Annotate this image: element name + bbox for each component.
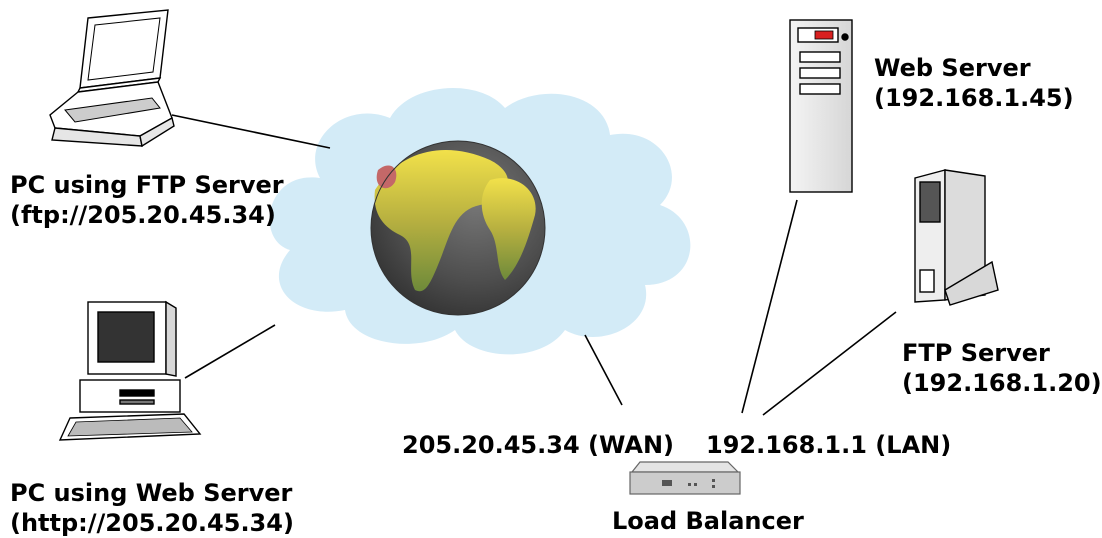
load-balancer-label: Load Balancer: [612, 506, 804, 536]
wan-address-text: 205.20.45.34 (WAN): [402, 431, 674, 459]
desktop-label-line1: PC using Web Server: [10, 479, 293, 507]
desktop-link: [184, 324, 276, 379]
wan-link: [584, 334, 623, 406]
web-server-label: Web Server (192.168.1.45): [874, 53, 1074, 113]
laptop-icon: [49, 9, 175, 148]
web-server-label-line2: (192.168.1.45): [874, 84, 1074, 112]
wan-address-label: 205.20.45.34 (WAN): [402, 430, 674, 460]
ftp-server-icon: [914, 169, 999, 306]
web-server-icon: [789, 19, 853, 193]
connection-lines: [171, 114, 897, 416]
ftp-server-label-line1: FTP Server: [902, 339, 1050, 367]
desktop-pc-icon: [58, 300, 202, 441]
lan-address-text: 192.168.1.1 (LAN): [706, 431, 952, 459]
web-server-label-line1: Web Server: [874, 54, 1031, 82]
laptop-label-line1: PC using FTP Server: [10, 171, 284, 199]
desktop-label: PC using Web Server (http://205.20.45.34…: [10, 478, 294, 538]
laptop-link: [171, 114, 331, 149]
load-balancer-icon: [629, 461, 741, 495]
web-server-link: [741, 199, 798, 414]
desktop-label-line2: (http://205.20.45.34): [10, 509, 294, 537]
lan-address-label: 192.168.1.1 (LAN): [706, 430, 951, 460]
ftp-server-label-line2: (192.168.1.20): [902, 369, 1102, 397]
load-balancer-text: Load Balancer: [612, 507, 804, 535]
ftp-server-link: [762, 311, 897, 416]
laptop-label-line2: (ftp://205.20.45.34): [10, 201, 276, 229]
laptop-label: PC using FTP Server (ftp://205.20.45.34): [10, 170, 284, 230]
globe-icon: [370, 140, 546, 316]
ftp-server-label: FTP Server (192.168.1.20): [902, 338, 1102, 398]
